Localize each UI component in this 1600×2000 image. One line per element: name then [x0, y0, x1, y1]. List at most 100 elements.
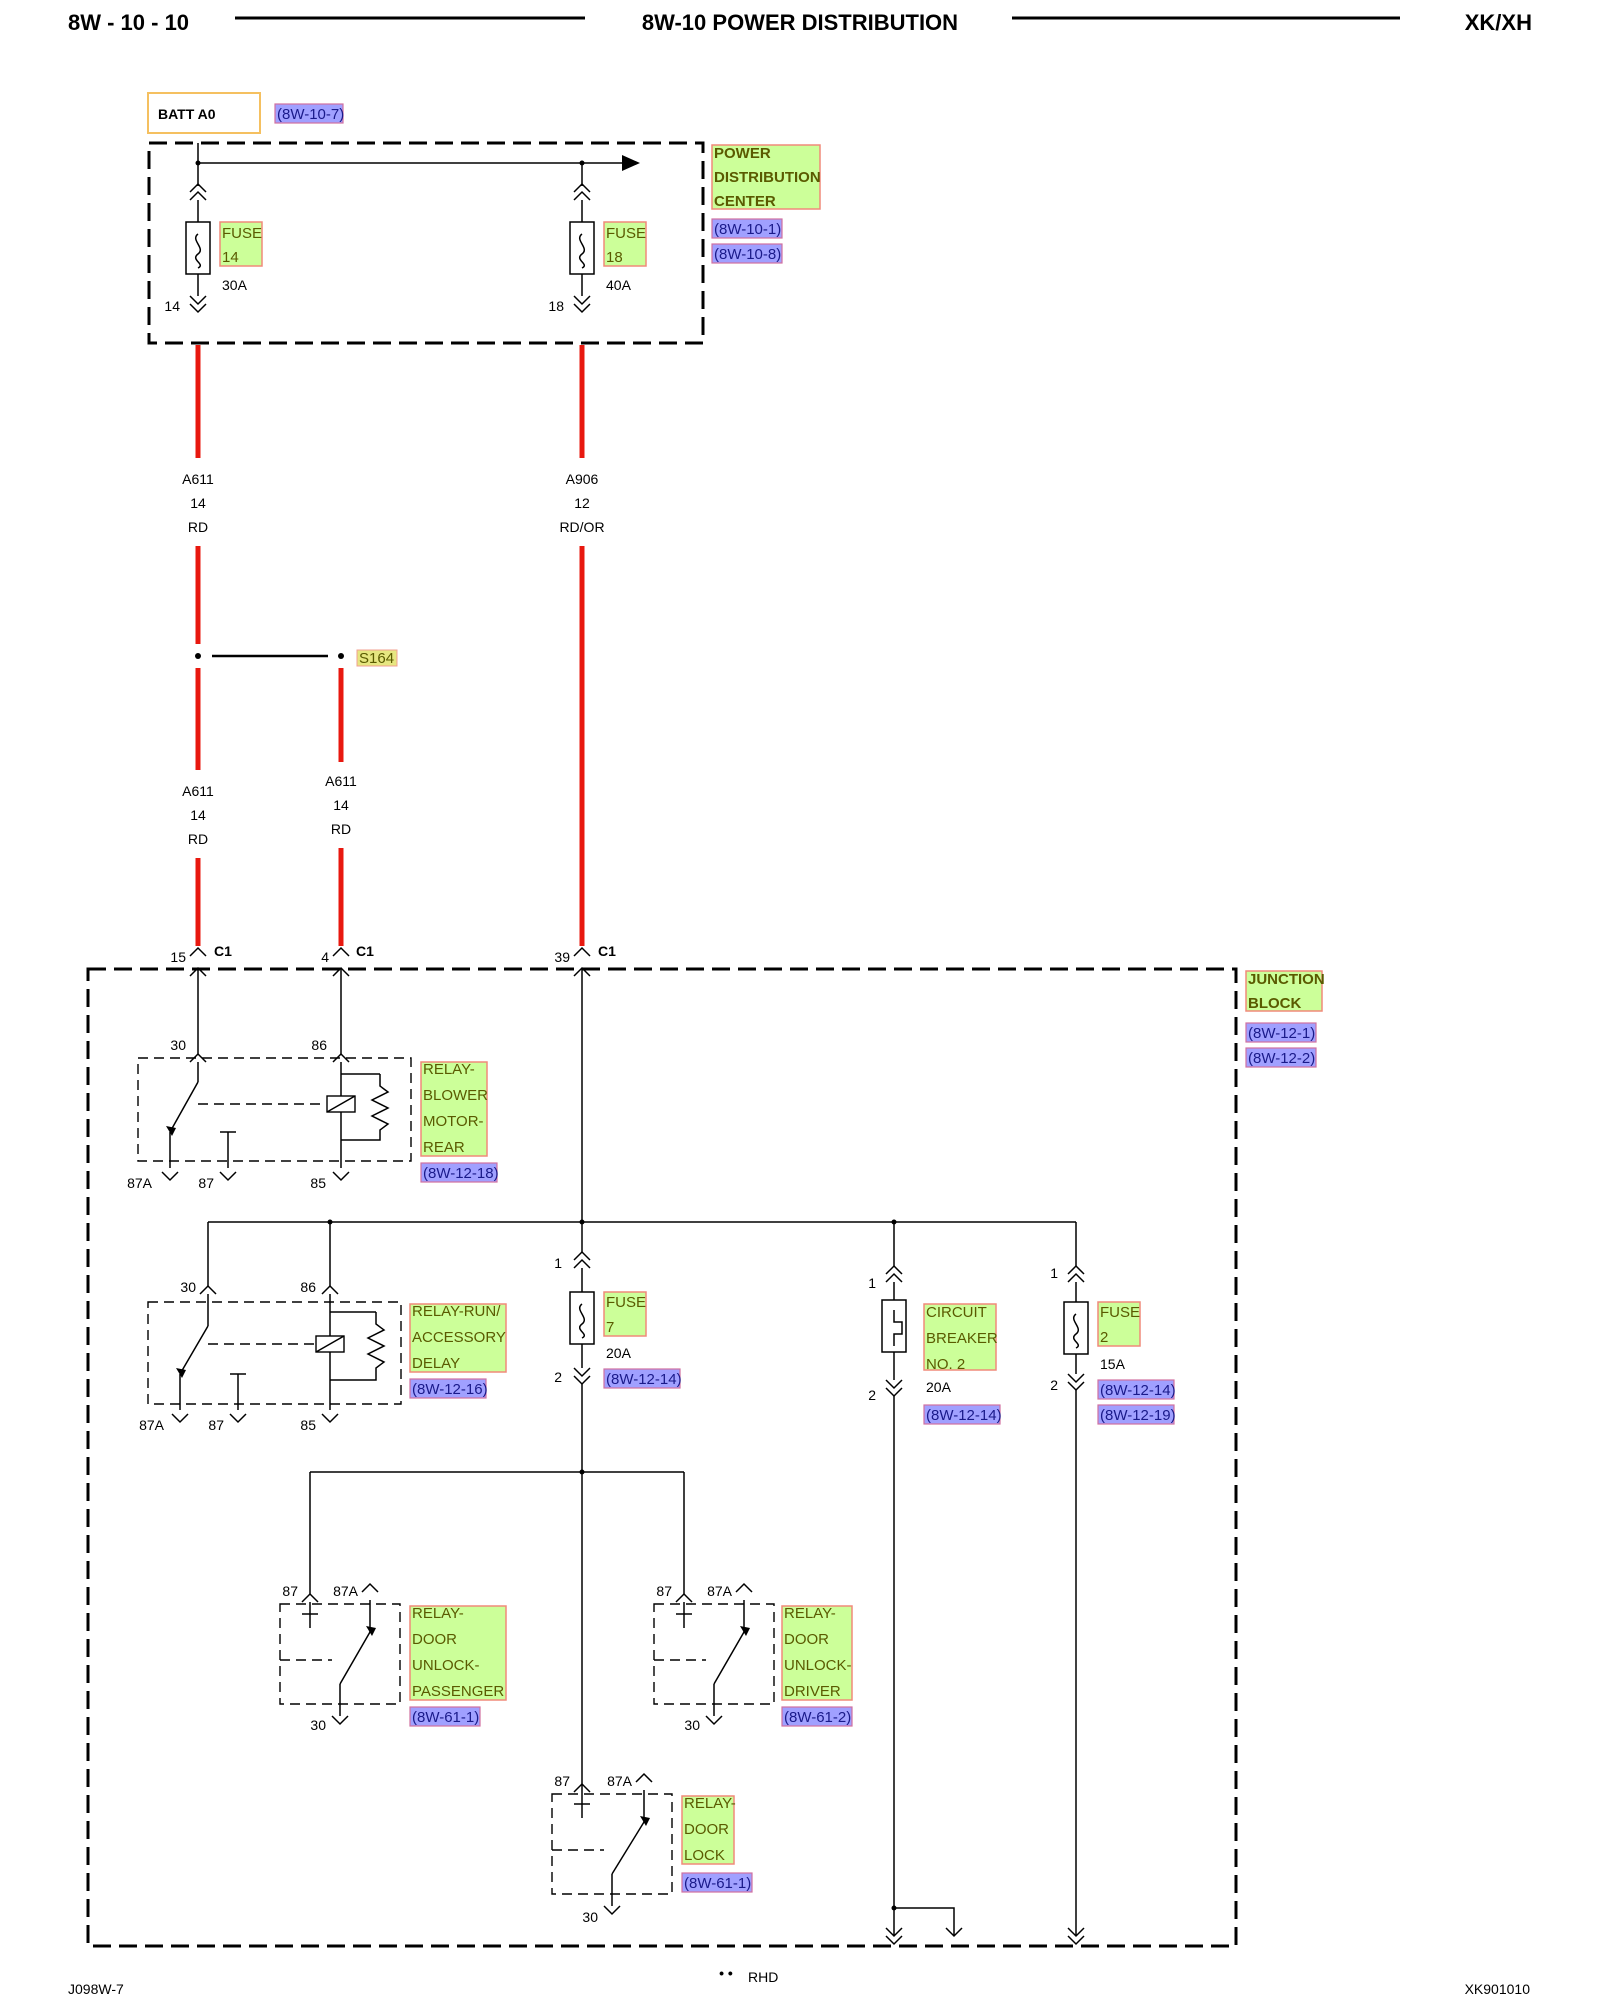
relay-blower-ref[interactable]: (8W-12-18) — [423, 1165, 499, 1182]
relay-unlock-pass-label-bg — [409, 1605, 507, 1701]
relay-run-85-connector — [321, 1413, 339, 1424]
breaker-element — [893, 1310, 903, 1346]
pdc-ref-2[interactable]: (8W-10-8) — [714, 246, 781, 263]
pdc-label-1: POWER — [714, 145, 771, 162]
splice-right-node — [338, 653, 344, 659]
footer-rhd-label: RHD — [748, 1969, 778, 1985]
relay-lock-ref[interactable]: (8W-61-1) — [684, 1875, 751, 1892]
relay-run-pin-86: 86 — [300, 1279, 316, 1295]
relay-unlock-pass-ref[interactable]: (8W-61-1) — [412, 1709, 479, 1726]
pdc-bus-arrow — [622, 155, 640, 171]
relay-lock-label-3: LOCK — [684, 1847, 725, 1864]
relay-blower-label-1: RELAY- — [423, 1061, 475, 1078]
breaker-pin-1: 1 — [868, 1275, 876, 1291]
relay-blower-pin-85: 85 — [310, 1175, 326, 1191]
a611-top-circuit: A611 — [182, 471, 214, 487]
relay-run-pin-30: 30 — [180, 1279, 196, 1295]
relay-run-pin-87a: 87A — [139, 1417, 165, 1433]
pdc-node-left — [195, 160, 201, 166]
fuse2-ref-1[interactable]: (8W-12-14) — [1100, 1382, 1176, 1399]
a611-left-gauge: 14 — [190, 807, 206, 823]
relay-run-87a-connector — [171, 1413, 189, 1424]
relay-run-arm-tip — [176, 1368, 186, 1378]
relay-lock-pin-87: 87 — [554, 1773, 570, 1789]
relay-unlock-drv-label-4: DRIVER — [784, 1683, 841, 1700]
pdc-ref-1[interactable]: (8W-10-1) — [714, 221, 781, 238]
relay-unlock-pass-pin-87: 87 — [282, 1583, 298, 1599]
fuse18-body — [569, 221, 595, 275]
jb-ref-2[interactable]: (8W-12-2) — [1248, 1050, 1315, 1067]
relay-unlock-drv-label-bg — [781, 1605, 853, 1701]
splice-label: S164 — [359, 650, 394, 667]
footer-figure-code: XK901010 — [1465, 1981, 1531, 1997]
relay-lock-label-1: RELAY- — [684, 1795, 736, 1812]
relay-blower-label-bg — [420, 1061, 488, 1157]
fuse7-ref[interactable]: (8W-12-14) — [606, 1371, 682, 1388]
relay-unlock-drv-switch-arm — [713, 1631, 745, 1685]
relay-unlock-drv-pin-30: 30 — [684, 1717, 700, 1733]
relay-unlock-pass-30-connector — [331, 1715, 349, 1726]
fuse14-pin: 14 — [164, 298, 180, 314]
fuse14-top-connector — [189, 182, 207, 201]
relay-blower-pin-87a: 87A — [127, 1175, 153, 1191]
jb-label-bg — [1245, 970, 1323, 1012]
breaker-label-1: CIRCUIT — [926, 1304, 987, 1321]
relay-unlock-pass-label-3: UNLOCK- — [412, 1657, 480, 1674]
relay-blower-30-connector — [189, 1052, 207, 1063]
c1-15-connector — [189, 946, 207, 957]
pdc-label-bg — [711, 144, 821, 210]
jb-ref-1[interactable]: (8W-12-1) — [1248, 1025, 1315, 1042]
relay-lock-label-bg — [681, 1795, 735, 1865]
fuse7-pin-1: 1 — [554, 1255, 562, 1271]
batt-ref-bg — [274, 103, 344, 124]
relay-unlock-drv-87a-connector — [735, 1582, 753, 1593]
breaker-pin-2: 2 — [868, 1387, 876, 1403]
relay-unlock-pass-87-connector — [301, 1592, 319, 1603]
pdc-boundary — [147, 141, 705, 345]
c1-15-pin: 15 — [170, 949, 186, 965]
fuse14-label-2: 14 — [222, 249, 239, 266]
relay-run-30-connector — [199, 1284, 217, 1295]
a906-gauge: 12 — [574, 495, 590, 511]
fuse14-body — [185, 221, 211, 275]
model-code: XK/XH — [1465, 10, 1532, 35]
jb-label-1: JUNCTION — [1248, 971, 1325, 988]
fuse7-rating: 20A — [606, 1345, 632, 1361]
relay-run-label-1: RELAY-RUN/ — [412, 1303, 501, 1320]
a611-top-gauge: 14 — [190, 495, 206, 511]
relay-unlock-pass-pin-87a: 87A — [333, 1583, 359, 1599]
fuse14-bottom-connector — [189, 295, 207, 314]
breaker-label-bg — [923, 1303, 997, 1371]
fuse2-label-2: 2 — [1100, 1329, 1108, 1346]
batt-ref[interactable]: (8W-10-7) — [277, 106, 344, 123]
fuse18-bottom-connector — [573, 295, 591, 314]
relay-unlock-drv-label-2: DOOR — [784, 1631, 829, 1648]
c1-39-pin: 39 — [554, 949, 570, 965]
relay-blower-85-connector — [332, 1171, 350, 1182]
relay-blower-label-3: MOTOR- — [423, 1113, 484, 1130]
breaker-ref[interactable]: (8W-12-14) — [926, 1407, 1002, 1424]
c1-15-name: C1 — [214, 943, 232, 959]
relay-blower-switch-arm — [169, 1081, 199, 1133]
relay-run-label-2: ACCESSORY — [412, 1329, 506, 1346]
fuse2-ref-2[interactable]: (8W-12-19) — [1100, 1407, 1176, 1424]
relay-run-ref[interactable]: (8W-12-16) — [412, 1381, 488, 1398]
relay-unlock-pass-label-1: RELAY- — [412, 1605, 464, 1622]
pdc-label-2: DISTRIBUTION — [714, 169, 821, 186]
relay-blower-arm-tip — [166, 1126, 176, 1136]
splice-left-node — [195, 653, 201, 659]
fuse2-exit-connector — [1067, 1927, 1085, 1946]
relay-blower-87a-connector — [161, 1171, 179, 1182]
a906-color: RD/OR — [559, 519, 604, 535]
fuse18-label-2: 18 — [606, 249, 623, 266]
pdc-node-right — [579, 160, 585, 166]
relay-lock-label-2: DOOR — [684, 1821, 729, 1838]
page-title: 8W-10 POWER DISTRIBUTION — [642, 10, 958, 35]
relay-blower-pin-87: 87 — [198, 1175, 214, 1191]
relay-lock-30-connector — [603, 1905, 621, 1916]
fuse2-pin-2: 2 — [1050, 1377, 1058, 1393]
splice-label-bg — [356, 649, 398, 667]
breaker-bottom-connector — [885, 1379, 903, 1398]
fuse18-rating: 40A — [606, 277, 632, 293]
relay-unlock-drv-ref[interactable]: (8W-61-2) — [784, 1709, 851, 1726]
